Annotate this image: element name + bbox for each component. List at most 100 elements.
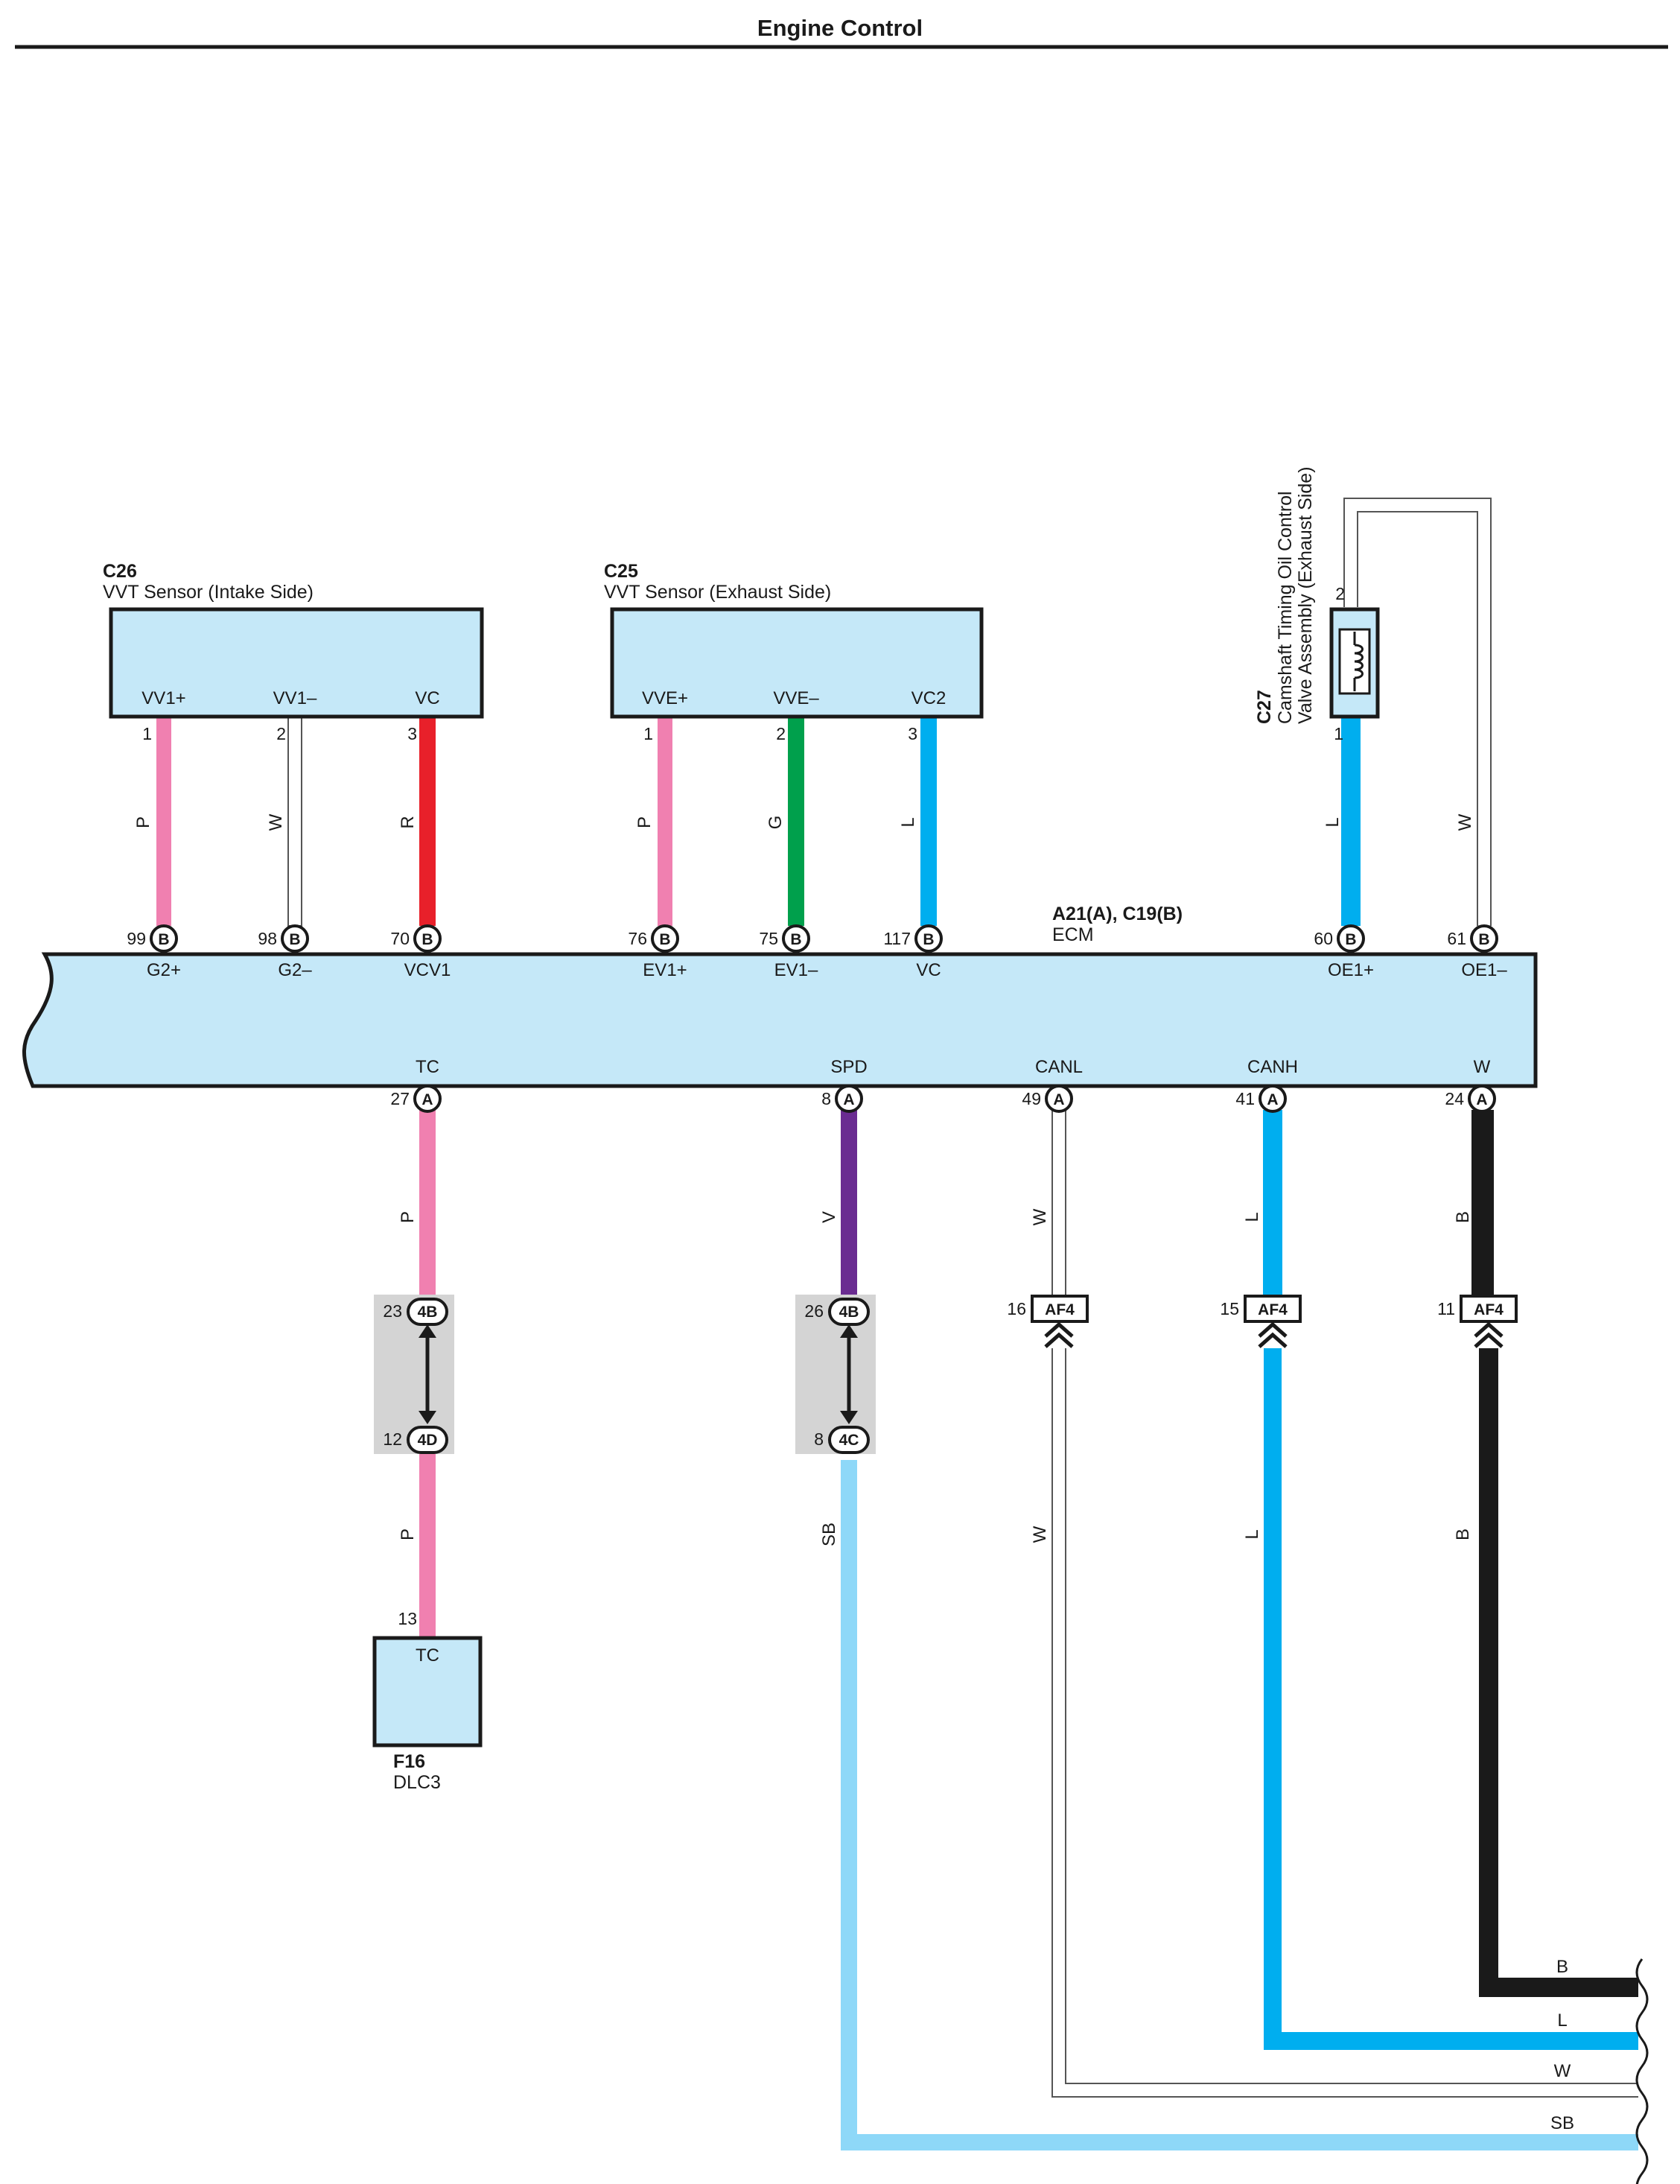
- component-ecm: A21(A), C19(B) ECM B99G2+B98G2–B70VCV1B7…: [22, 904, 1538, 1113]
- wire-color-text: R: [398, 816, 418, 828]
- wire-color-text: V: [819, 1211, 839, 1223]
- c26-pin-label: VC: [415, 688, 439, 708]
- wire-tc-lower: [419, 1451, 436, 1637]
- ecm-pin-label: OE1+: [1328, 960, 1374, 980]
- ecm-connector-id: B: [289, 931, 300, 948]
- junction-pin-number: 26: [804, 1301, 824, 1321]
- c25-name: VVT Sensor (Exhaust Side): [604, 582, 831, 603]
- junction-tag: [828, 1426, 870, 1454]
- ecm-connector-marker: [651, 924, 679, 953]
- junction-tag-label: 4C: [839, 1432, 859, 1449]
- c27-name-line1: Camshaft Timing Oil Control: [1275, 491, 1296, 724]
- c25-pin-label: VVE–: [773, 688, 819, 708]
- ecm-pin-number: 76: [628, 929, 647, 948]
- ecm-connector-id: A: [1267, 1091, 1278, 1108]
- component-c25: C25 VVT Sensor (Exhaust Side) VVE+ VVE– …: [604, 561, 984, 743]
- f16-name: DLC3: [393, 1772, 441, 1793]
- f16-code: F16: [393, 1751, 425, 1772]
- wire-color-label: B: [1453, 1211, 1473, 1223]
- wire-color-text: P: [398, 1529, 418, 1540]
- wire-color-text: W: [1030, 1208, 1050, 1225]
- c27-pin-number: 2: [1335, 584, 1345, 603]
- ecm-connector-marker: [782, 924, 810, 953]
- wire-w-run: [1053, 1348, 1638, 2096]
- wire-color-text: W: [266, 813, 286, 831]
- ecm-pin-number: 60: [1314, 929, 1333, 948]
- lower-wires: [419, 1109, 1649, 2184]
- ecm-box: [22, 952, 1538, 1088]
- wire-l-run: [1264, 1348, 1638, 2050]
- wire-color-text: L: [898, 817, 918, 827]
- wire-color-text: P: [133, 816, 153, 828]
- wire-color-text: B: [1453, 1529, 1473, 1540]
- wire-color-label: P: [398, 1211, 418, 1223]
- wire-color-label: P: [634, 816, 655, 828]
- wire-canl-upper: [1051, 1109, 1066, 1304]
- ecm-pin-number: 117: [883, 929, 911, 948]
- c27-pin-number: 1: [1334, 724, 1343, 743]
- ecm-connector-id: B: [1345, 931, 1356, 948]
- wire-color-label: L: [1242, 1529, 1262, 1539]
- wire-vv1-plus: [156, 715, 171, 926]
- wire-color-label: W: [1030, 1526, 1050, 1543]
- wire-color-label: L: [1323, 817, 1343, 827]
- f16-box: [372, 1636, 483, 1747]
- ecm-pin-label: EV1–: [774, 960, 818, 980]
- wire-spd: [841, 1110, 857, 1298]
- wire-color-label: P: [133, 816, 153, 828]
- connector-chevron-icon: [1258, 1321, 1288, 1348]
- c26-name: VVT Sensor (Intake Side): [103, 582, 314, 603]
- wire-color-text: L: [1323, 817, 1343, 827]
- component-c27: 2 1 C27 Camshaft Timing Oil Control Valv…: [1254, 466, 1380, 743]
- ecm-connector-id: B: [421, 931, 433, 948]
- af4-pin-number: 16: [1007, 1299, 1026, 1318]
- ecm-connector-marker: [1259, 1085, 1287, 1113]
- ecm-pin-number: 49: [1022, 1089, 1041, 1108]
- ecm-connector-marker: [1337, 924, 1365, 953]
- connector-chevron-icon: [1044, 1321, 1074, 1348]
- c25-code: C25: [604, 561, 638, 582]
- wire-sb-run: [841, 1460, 1638, 2150]
- wire-color-label: G: [766, 816, 786, 830]
- c25-box: [610, 607, 984, 719]
- component-c26: C26 VVT Sensor (Intake Side) VV1+ VV1– V…: [103, 561, 484, 743]
- wire-color-text: G: [766, 816, 786, 830]
- wire-color-text: W: [1030, 1526, 1050, 1543]
- ecm-connector-id: B: [158, 931, 169, 948]
- ecm-connector-marker: [835, 1085, 863, 1113]
- c27-name-line2: Valve Assembly (Exhaust Side): [1295, 466, 1316, 724]
- wire-vc2: [920, 715, 937, 926]
- c26-code: C26: [103, 561, 137, 582]
- junction-tag-label: 4B: [418, 1304, 438, 1321]
- wire-color-label: W: [266, 813, 286, 831]
- connector-chevron-icon: [1474, 1321, 1504, 1348]
- ecm-pin-label: G2–: [278, 960, 312, 980]
- c26-box: [109, 607, 484, 719]
- wire-color-label: V: [819, 1211, 839, 1223]
- ecm-code: A21(A), C19(B): [1052, 904, 1183, 924]
- wire-color-label: L: [1242, 1212, 1262, 1222]
- f16-pin-label: TC: [416, 1645, 439, 1666]
- ecm-name: ECM: [1052, 924, 1094, 945]
- page-title: Engine Control: [757, 15, 923, 41]
- ecm-connector-marker: [150, 924, 178, 953]
- junction-j1: 4B 23 4D 12: [374, 1295, 454, 1454]
- ecm-pin-number: 41: [1235, 1089, 1255, 1108]
- wire-tc-upper: [419, 1110, 436, 1298]
- ecm-pin-label: VC: [916, 960, 941, 980]
- c25-pin-label: VVE+: [642, 688, 688, 708]
- wire-color-text: P: [398, 1211, 418, 1223]
- wire-color-label: B: [1453, 1529, 1473, 1540]
- af4-canh: AF4 15: [1220, 1295, 1302, 1348]
- junction-tag-label: 4B: [839, 1304, 859, 1321]
- ecm-pin-label: EV1+: [643, 960, 687, 980]
- ecm-pin-number: 99: [127, 929, 146, 948]
- af4-w: AF4 11: [1437, 1295, 1518, 1348]
- wire-vv1-minus: [287, 714, 302, 927]
- ecm-connector-id: B: [659, 931, 670, 948]
- wire-color-text: W: [1455, 813, 1475, 831]
- ecm-pin-label: OE1–: [1461, 960, 1507, 980]
- ecm-pin-number: 27: [390, 1089, 410, 1108]
- wire-vve-minus: [788, 715, 804, 926]
